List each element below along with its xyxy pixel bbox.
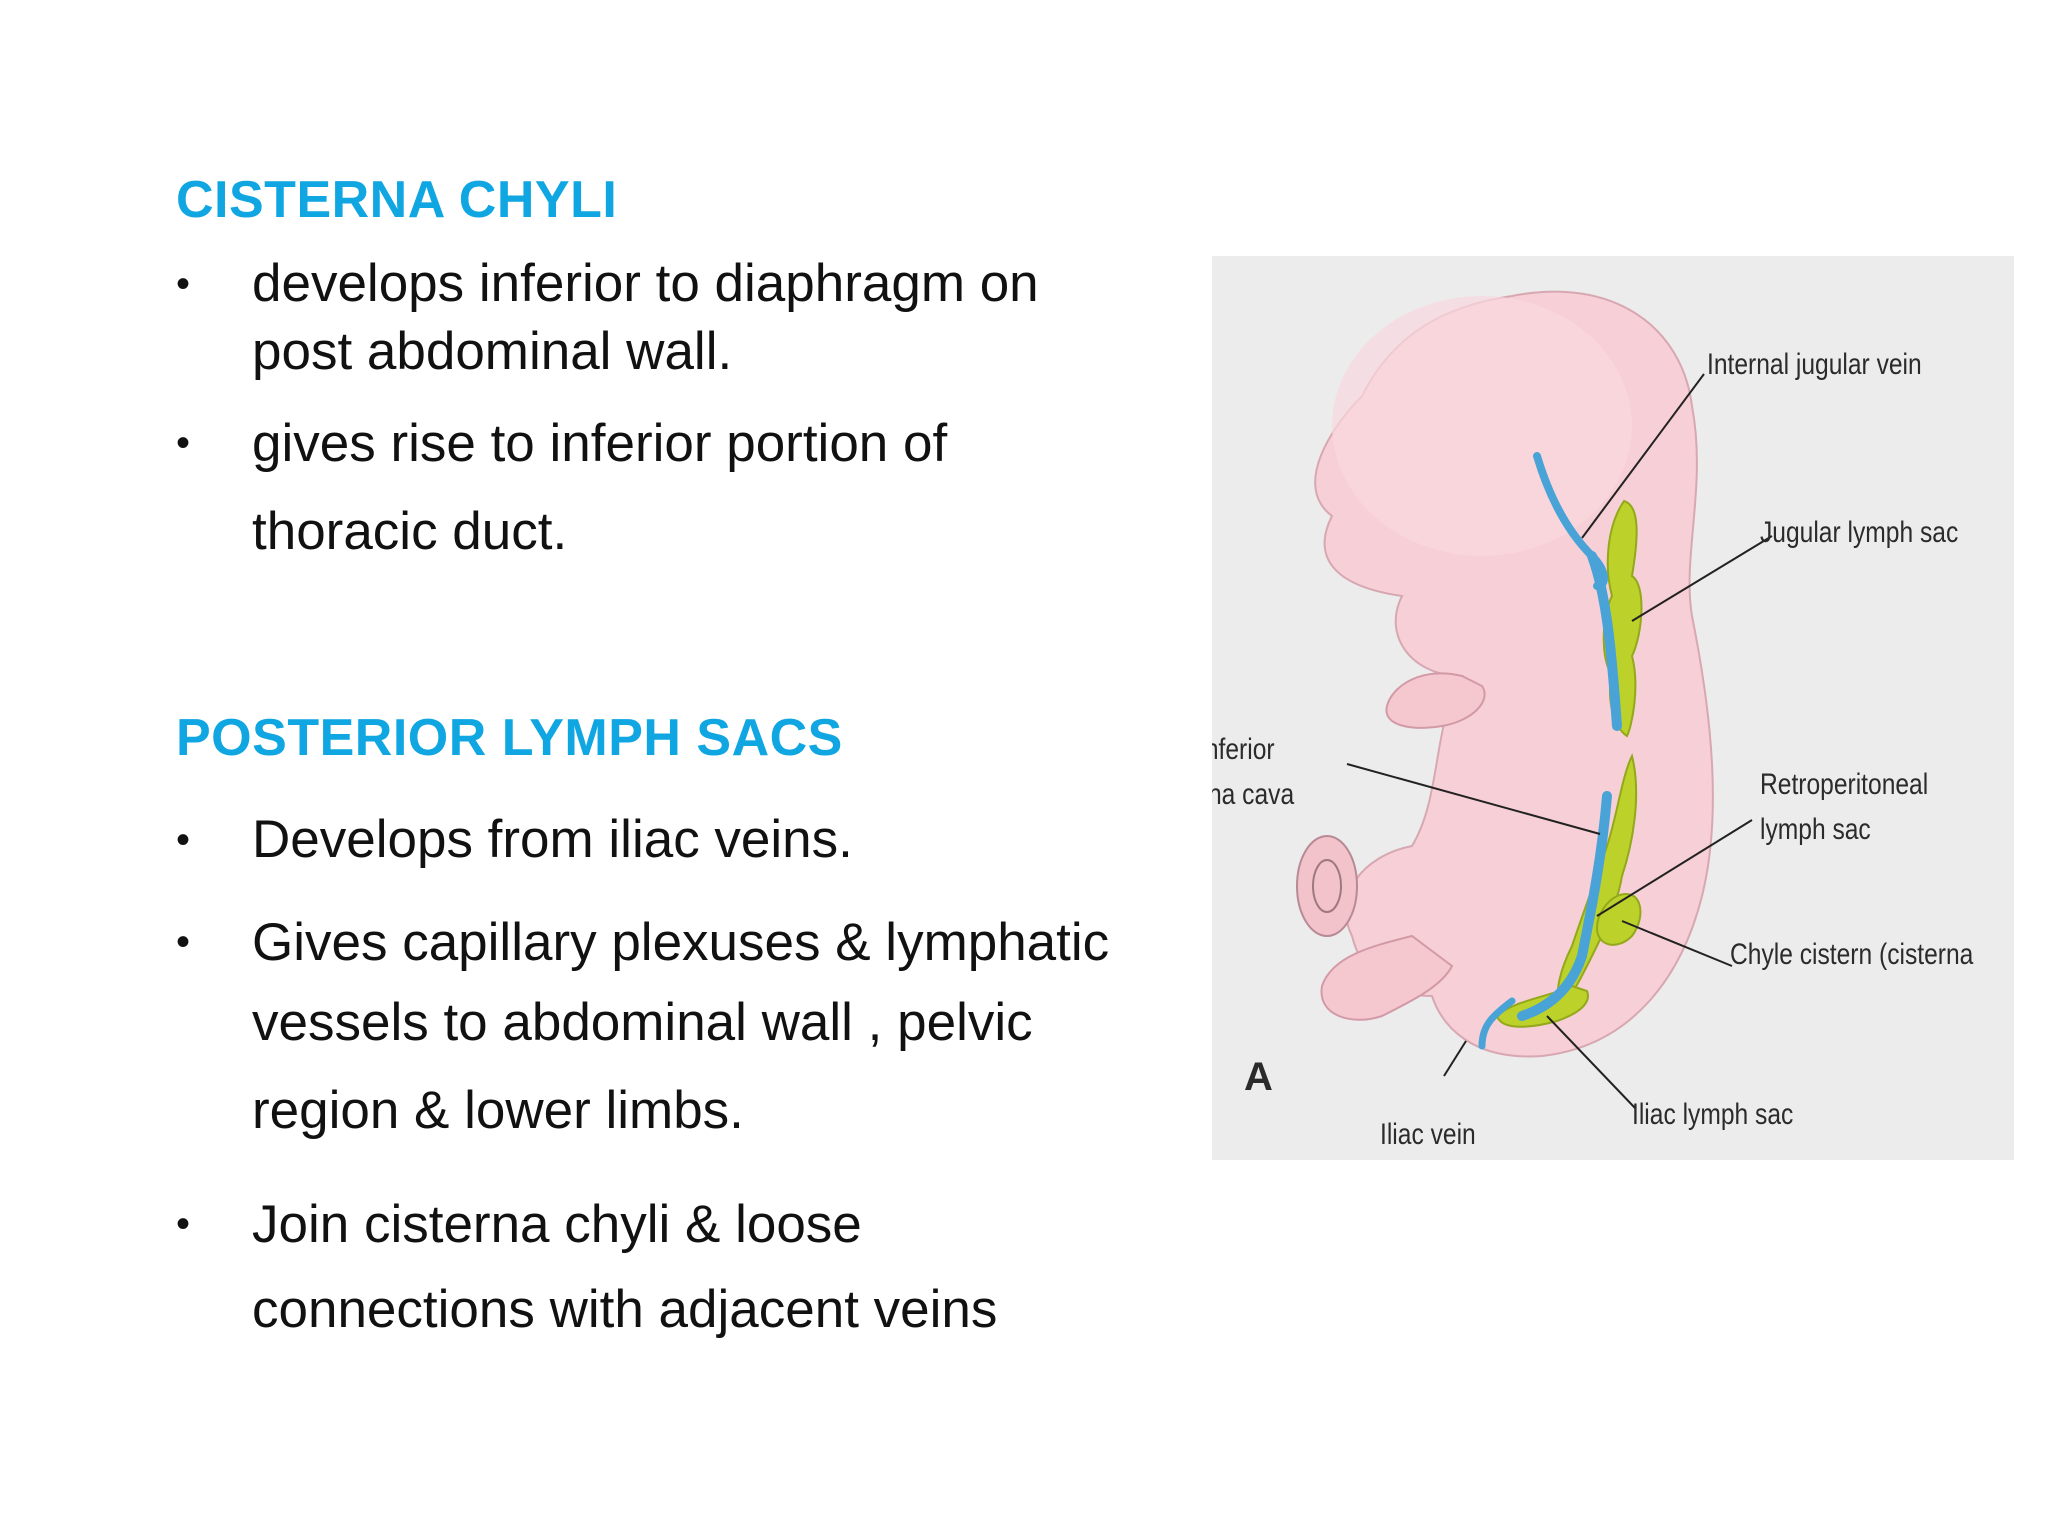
- bullet-dot: •: [176, 262, 191, 306]
- label-inferior-vena-cava-line2: vena cava: [1212, 778, 1295, 811]
- bullet-dot: •: [176, 920, 191, 964]
- bullet-line: Gives capillary plexuses & lymphatic: [252, 913, 1110, 972]
- bullet-dot: •: [176, 421, 191, 465]
- heading-cisterna-chyli: CISTERNA CHYLI: [176, 171, 618, 229]
- label-inferior-vena-cava-line1: Inferior: [1212, 733, 1275, 766]
- bullet-line: Develops from iliac veins.: [252, 810, 853, 869]
- bullet-line: region & lower limbs.: [252, 1081, 744, 1140]
- bullet-text: Develops from iliac veins.: [252, 806, 1272, 874]
- umbilical-stump: [1296, 835, 1358, 937]
- bullet-line: gives rise to inferior portion of: [252, 414, 948, 473]
- label-retroperitoneal-line1: Retroperitoneal: [1760, 768, 1929, 801]
- jugular-vein-trunk: [1587, 551, 1622, 731]
- label-jugular-lymph-sac: Jugular lymph sac: [1760, 516, 1959, 549]
- label-chyle-cistern: Chyle cistern (cisterna: [1730, 938, 1974, 971]
- bullet-line: thoracic duct.: [252, 502, 568, 561]
- label-iliac-lymph-sac: Iliac lymph sac: [1632, 1098, 1794, 1131]
- bullet-text: develops inferior to diaphragm on post a…: [252, 250, 1272, 386]
- bullet-text: Join cisterna chyli & loose connections …: [252, 1190, 1272, 1360]
- bullet-line: post abdominal wall.: [252, 322, 733, 381]
- embryo-arm: [1385, 672, 1486, 729]
- bullet-text: gives rise to inferior portion of thorac…: [252, 409, 1272, 585]
- bullet-line: vessels to abdominal wall , pelvic: [252, 993, 1033, 1052]
- embryo-leg: [1320, 934, 1454, 1021]
- label-internal-jugular-vein: Internal jugular vein: [1707, 348, 1922, 381]
- embryo-illustration: [1296, 290, 1773, 1109]
- bullet-line: develops inferior to diaphragm on: [252, 254, 1039, 313]
- bullet-dot: •: [176, 818, 191, 862]
- iliac-vein: [1478, 997, 1516, 1050]
- embryo-lymph-figure: Internal jugular vein Jugular lymph sac …: [1212, 256, 2014, 1160]
- label-retroperitoneal-line2: lymph sac: [1760, 813, 1871, 846]
- bullet-line: Join cisterna chyli & loose: [252, 1195, 862, 1254]
- label-panel-letter: A: [1244, 1055, 1273, 1099]
- bullet-line: connections with adjacent veins: [252, 1280, 998, 1339]
- leader-lines: [1346, 373, 1773, 1109]
- chyle-cistern: [1595, 893, 1642, 946]
- bullet-text: Gives capillary plexuses & lymphatic ves…: [252, 908, 1272, 1154]
- heading-posterior-lymph-sacs: POSTERIOR LYMPH SACS: [176, 709, 843, 767]
- inferior-vena-cava: [1517, 791, 1612, 1021]
- bullet-dot: •: [176, 1202, 191, 1246]
- label-iliac-vein: Iliac vein: [1380, 1118, 1476, 1151]
